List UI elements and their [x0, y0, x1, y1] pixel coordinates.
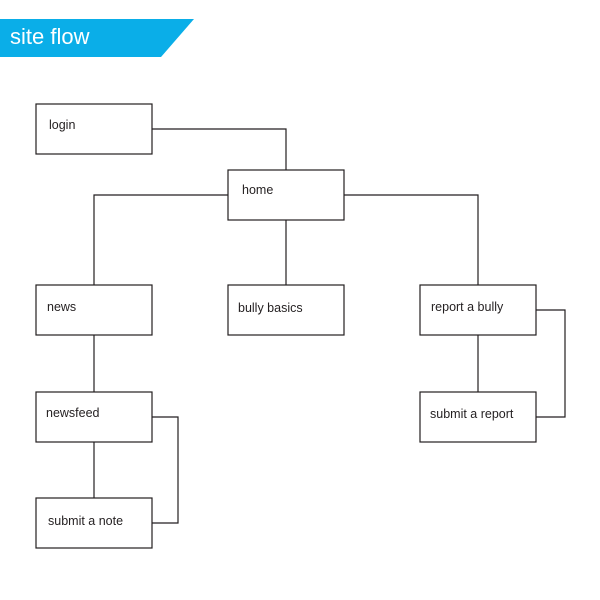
connector-submit-a-note-newsfeed	[152, 416, 179, 524]
node-label: home	[242, 183, 273, 197]
node-label: report a bully	[431, 300, 504, 314]
page-title: site flow	[10, 24, 90, 49]
node-label: newsfeed	[46, 406, 100, 420]
node-label: submit a report	[430, 407, 514, 421]
node-login: login	[35, 103, 153, 155]
connector-home-news	[93, 194, 228, 285]
title-banner: site flow	[0, 19, 194, 57]
connector-home-report-a-bully	[344, 194, 479, 285]
node-home: home	[227, 169, 345, 221]
node-submit-a-report: submit a report	[419, 391, 537, 443]
node-news: news	[35, 284, 153, 336]
node-report-a-bully: report a bully	[419, 284, 537, 336]
connector-login-home	[152, 128, 287, 170]
connector-submit-a-report-report-a-bully	[536, 309, 566, 418]
node-newsfeed: newsfeed	[35, 391, 153, 443]
connectors	[93, 128, 566, 524]
node-label: submit a note	[48, 514, 123, 528]
node-label: news	[47, 300, 76, 314]
node-bully-basics: bully basics	[227, 284, 345, 336]
node-label: bully basics	[238, 301, 303, 315]
node-submit-a-note: submit a note	[35, 497, 153, 549]
node-label: login	[49, 118, 75, 132]
